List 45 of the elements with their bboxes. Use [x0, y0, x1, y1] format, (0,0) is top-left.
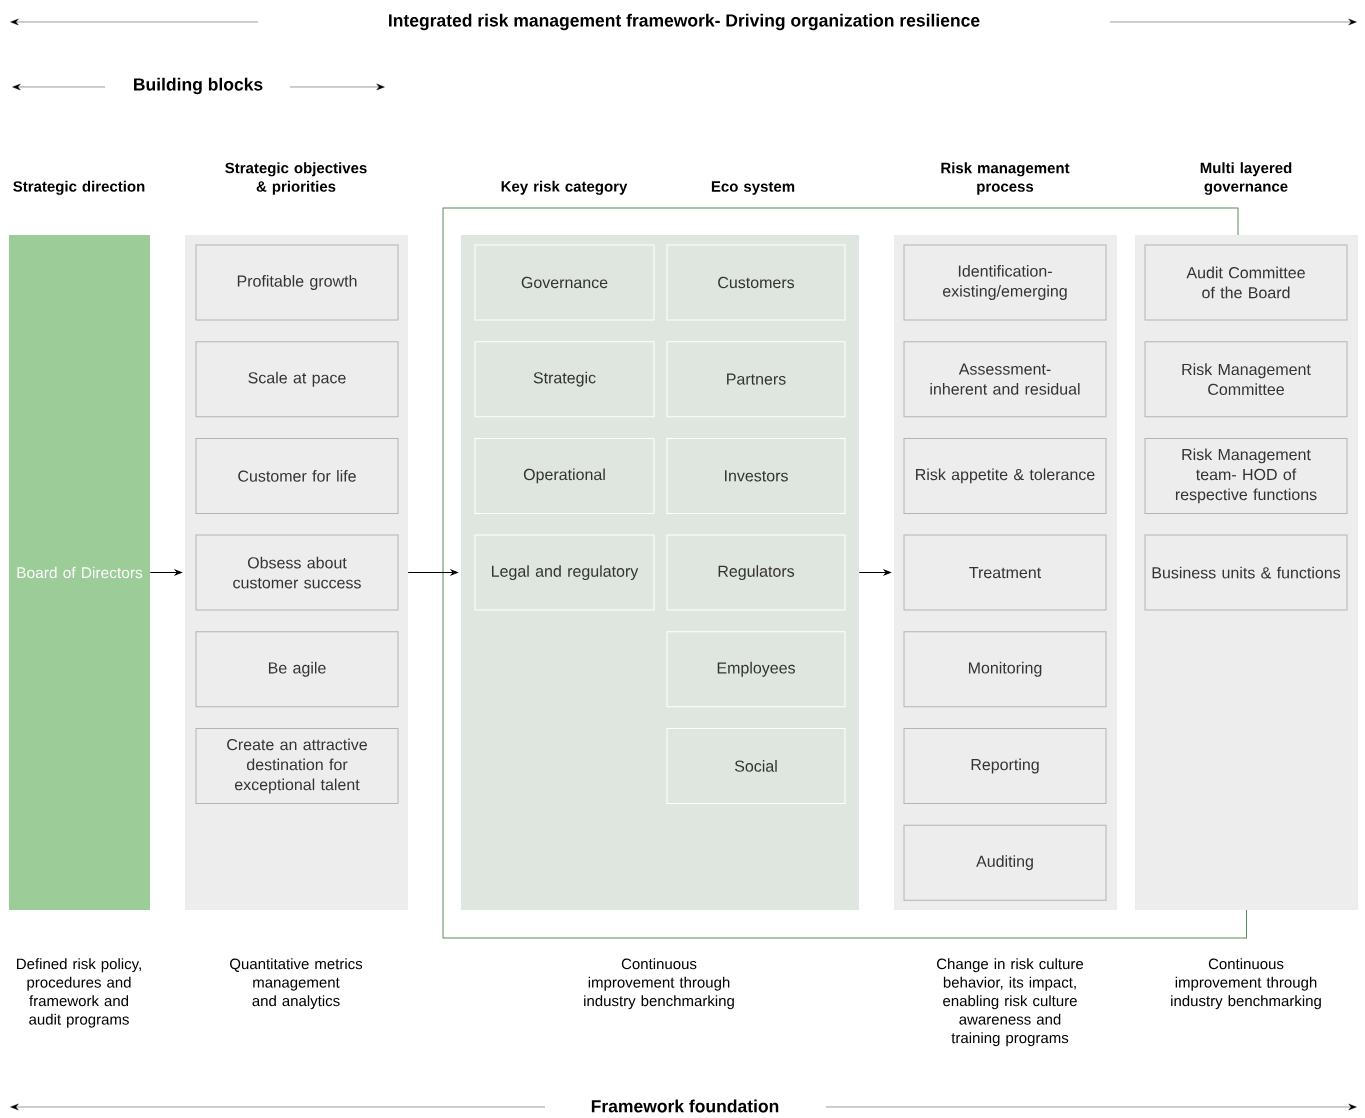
item-box: Customer for life	[195, 437, 399, 514]
footer-note: Defined risk policy, procedures and framework and audit programs	[17, 958, 141, 1028]
item-box: Investors	[666, 437, 846, 514]
section-label: Building blocks	[134, 77, 263, 95]
footer-note: Change in risk culture behavior, its impact, enabling risk culture awareness and training programs	[937, 958, 1084, 1047]
item-box: Reporting	[903, 728, 1107, 804]
item-box: Risk Management team- HOD of respective functions	[1144, 437, 1348, 514]
column-heading: Risk management process	[941, 162, 1070, 195]
item-box: Treatment	[903, 534, 1107, 611]
item-box: Scale at pace	[195, 341, 399, 418]
item-box: Create an attractive destination for exceptional talent	[195, 728, 399, 804]
item-box: Regulators	[666, 534, 846, 611]
column-heading: Strategic direction	[13, 180, 145, 195]
item-box: Monitoring	[903, 631, 1107, 708]
footer-note: Quantitative metrics management and analytics	[230, 958, 363, 1010]
footer-note: Continuous improvement through industry benchmarking	[1171, 958, 1321, 1010]
item-box: Be agile	[195, 631, 399, 708]
item-box: Partners	[666, 341, 846, 418]
arrow	[407, 569, 458, 576]
column-heading: Eco system	[711, 181, 795, 195]
item-box: Customers	[666, 244, 846, 321]
arrow	[858, 569, 891, 576]
column-heading: Key risk category	[501, 180, 628, 195]
item-box: Employees	[666, 631, 846, 708]
item-box: Identification- existing/emerging	[903, 244, 1107, 321]
item-box: Assessment- inherent and residual	[903, 341, 1107, 418]
section-label: Framework foundation	[591, 1099, 779, 1113]
column-heading: Multi layered governance	[1200, 162, 1292, 195]
item-box: Profitable growth	[195, 244, 399, 321]
item-box: Operational	[474, 437, 655, 514]
item-box: Strategic	[474, 341, 655, 418]
item-box: Risk Management Committee	[1144, 341, 1348, 418]
column-heading: Strategic objectives & priorities	[225, 162, 367, 195]
arrow	[149, 569, 182, 576]
column-panel: Board of Directors	[9, 235, 150, 910]
item-box: Auditing	[903, 824, 1107, 901]
footer-note: Continuous improvement through industry benchmarking	[584, 958, 734, 1010]
item-box: Governance	[474, 244, 655, 321]
item-box: Social	[666, 728, 846, 804]
item-box: Audit Committee of the Board	[1144, 244, 1348, 321]
item-box: Obsess about customer success	[195, 534, 399, 611]
item-box: Business units & functions	[1144, 534, 1348, 611]
item-box: Risk appetite & tolerance	[903, 437, 1107, 514]
title: Integrated risk management framework- Driving organization resilience	[389, 13, 980, 31]
item-box: Legal and regulatory	[474, 534, 655, 611]
